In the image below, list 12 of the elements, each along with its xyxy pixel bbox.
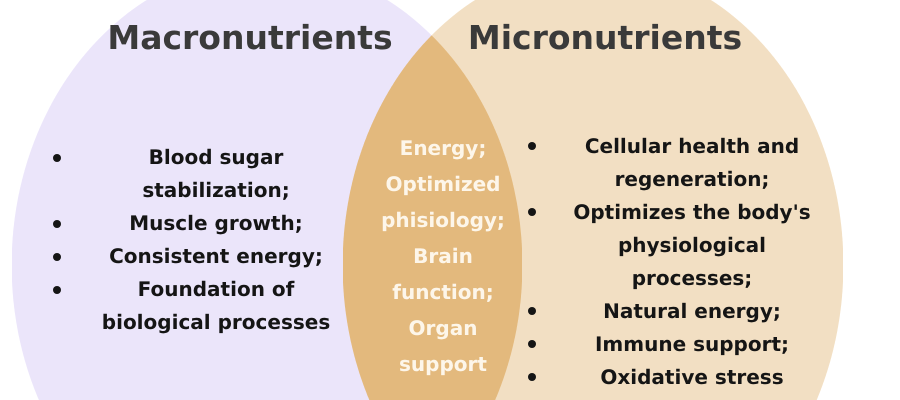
list-item: Immune support;	[594, 330, 790, 358]
list-item: Natural energy;	[602, 298, 782, 324]
heading: Macronutrients	[107, 18, 393, 58]
list-item: Cellular health and regeneration;	[584, 132, 800, 192]
list-item: Optimizes the body's physiological processes;	[572, 198, 812, 292]
list-item: Muscle growth;	[128, 210, 304, 237]
heading: Micronutrients	[468, 18, 742, 58]
list-item: Blood sugar stabilization;	[141, 144, 291, 204]
list-item: Oxidative stress	[599, 364, 785, 390]
overlap-text: Energy; Optimized phisiology; Brain function; Organ support	[380, 135, 506, 378]
list-item: Foundation of biological processes	[100, 276, 332, 336]
list-item: Consistent energy;	[108, 243, 324, 270]
